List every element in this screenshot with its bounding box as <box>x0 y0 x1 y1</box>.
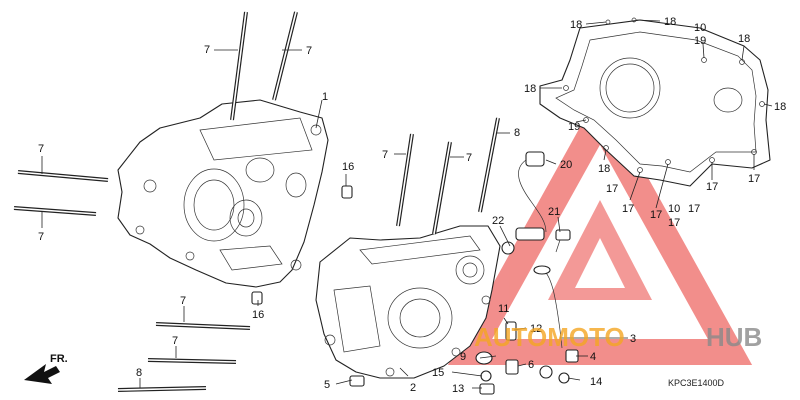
callout-17: 17 <box>688 203 700 215</box>
callout-7: 7 <box>180 295 186 307</box>
callout-6: 6 <box>528 359 534 371</box>
callout-17: 17 <box>622 203 634 215</box>
callout-10: 10 <box>668 203 680 215</box>
callout-16: 16 <box>342 161 354 173</box>
automotohub-watermark-text: AUTOMOTO HUB <box>474 322 762 352</box>
callout-11: 11 <box>498 303 509 315</box>
callout-16: 16 <box>252 309 264 321</box>
callout-17: 17 <box>748 173 760 185</box>
front-direction-arrow-icon <box>24 364 60 384</box>
callout-20: 20 <box>560 159 572 171</box>
callout-1: 1 <box>322 91 328 103</box>
callout-2: 2 <box>410 382 416 394</box>
callout-22: 22 <box>492 215 504 227</box>
diagram-code: KPC3E1400D <box>668 378 725 388</box>
callout-10: 10 <box>694 22 706 34</box>
callout-17: 17 <box>650 209 662 221</box>
callout-labels: 1 2 3 4 5 6 7 7 7 7 7 7 7 7 8 8 9 10 10 … <box>38 16 786 395</box>
callout-5: 5 <box>324 379 330 391</box>
callout-18: 18 <box>570 19 582 31</box>
callout-14: 14 <box>590 376 602 388</box>
sensor-with-wire-20 <box>501 151 547 255</box>
left-crankcase-half <box>117 99 329 288</box>
oil-pipe-3 <box>533 265 563 349</box>
callout-7: 7 <box>38 143 44 155</box>
front-indicator-label: FR. <box>50 353 68 365</box>
watermark-text-automoto: AUTOMOTO <box>474 322 625 352</box>
callout-7: 7 <box>306 45 312 57</box>
stud-bolt-7 <box>13 11 500 392</box>
callout-18: 18 <box>664 16 676 28</box>
callout-8: 8 <box>514 127 520 139</box>
callout-7: 7 <box>204 44 210 56</box>
callout-18: 18 <box>598 163 610 175</box>
callout-17: 17 <box>706 181 718 193</box>
callout-13: 13 <box>452 383 464 395</box>
callout-7: 7 <box>382 149 388 161</box>
washers-and-bolts-9-13-15-6-14 <box>349 321 579 395</box>
dowel-pin-16 <box>251 185 353 305</box>
callout-17: 17 <box>668 217 680 229</box>
callout-19: 19 <box>568 121 580 133</box>
callout-7: 7 <box>38 231 44 243</box>
callout-19: 19 <box>694 35 706 47</box>
callout-21: 21 <box>548 206 560 218</box>
bolt-21 <box>555 229 571 253</box>
callout-17: 17 <box>606 183 618 195</box>
callout-8: 8 <box>136 367 142 379</box>
leader-lines <box>41 19 773 389</box>
watermark-text-hub: HUB <box>706 322 762 352</box>
callout-7: 7 <box>466 152 472 164</box>
callout-15: 15 <box>432 367 444 379</box>
callout-3: 3 <box>630 333 636 345</box>
callout-7: 7 <box>172 335 178 347</box>
callout-4: 4 <box>590 351 596 363</box>
callout-18: 18 <box>738 33 750 45</box>
callout-18: 18 <box>524 83 536 95</box>
callout-18: 18 <box>774 101 786 113</box>
right-crankcase-half <box>315 225 501 379</box>
crankcase-cover-gasket <box>539 17 771 187</box>
callout-9: 9 <box>460 351 466 363</box>
callout-12: 12 <box>530 323 542 335</box>
